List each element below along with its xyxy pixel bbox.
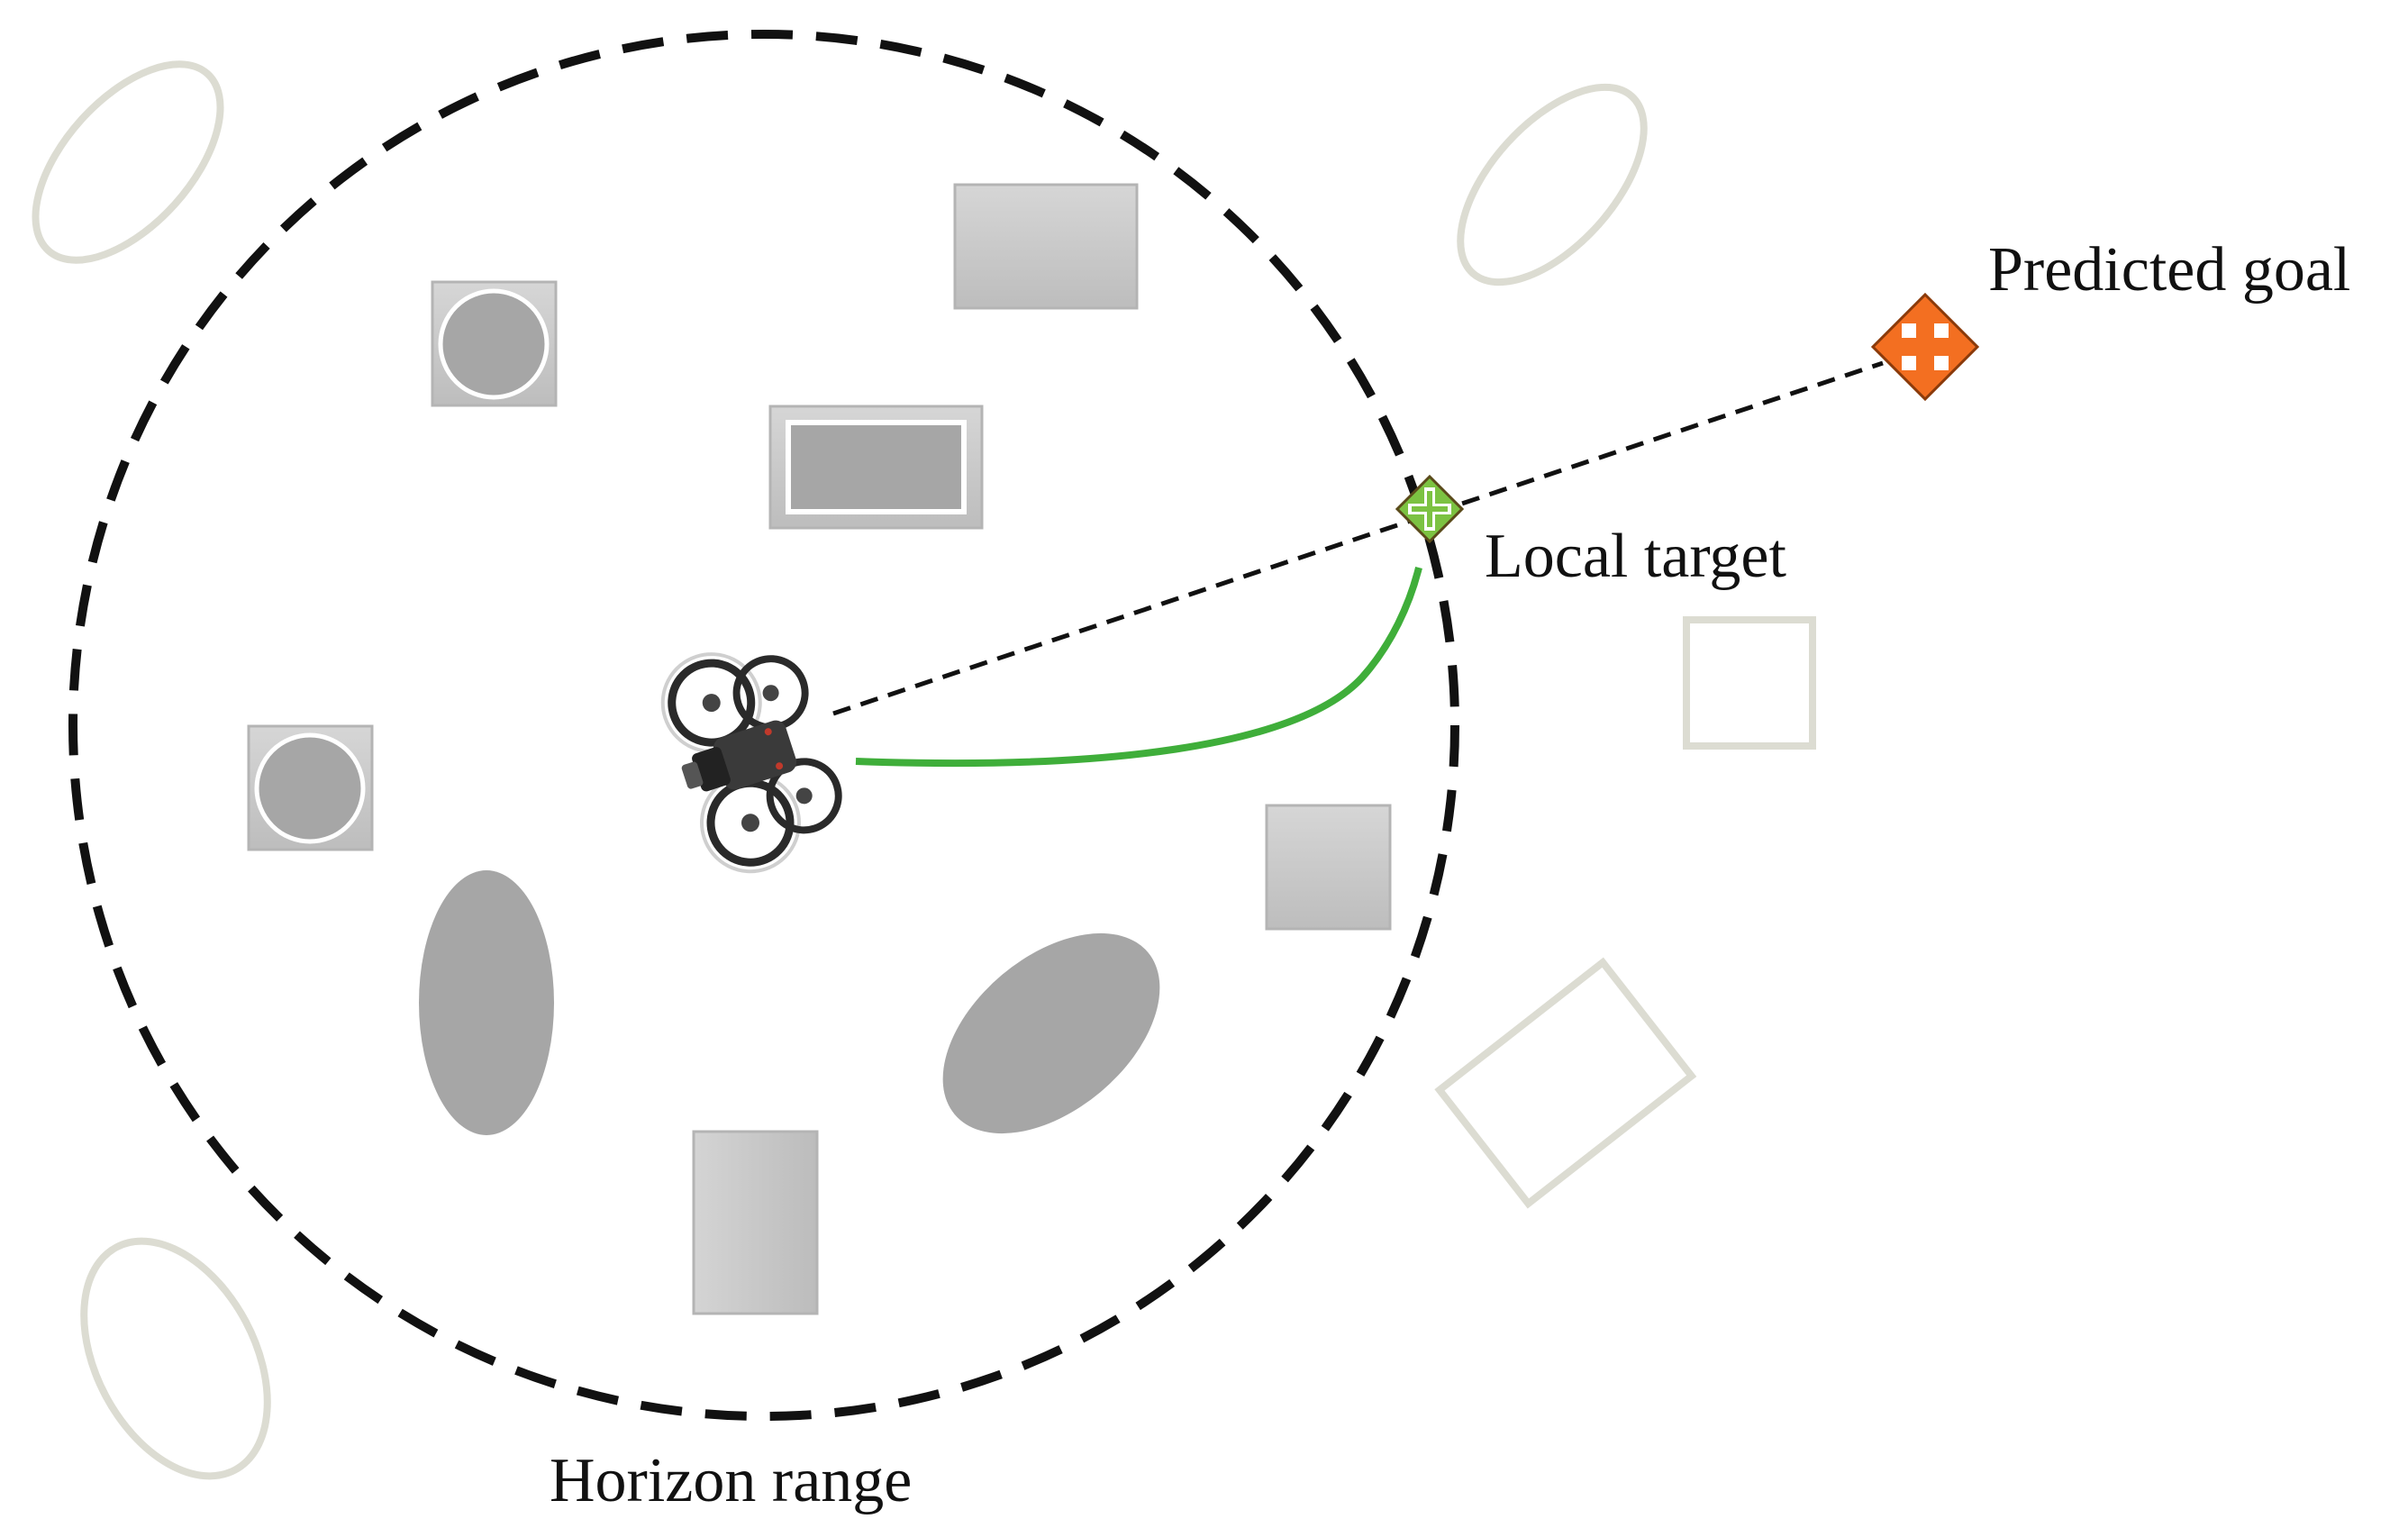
obstacle-ellipse <box>942 932 1160 1134</box>
planned-trajectory <box>855 567 1422 768</box>
horizon-range-circle <box>68 30 1459 1421</box>
obstacle-box <box>1265 804 1392 931</box>
obstacle-table <box>768 405 984 530</box>
obstacle-outline-ellipse <box>32 60 224 264</box>
obstacle-pillar <box>431 280 558 407</box>
drone-icon <box>660 652 842 874</box>
inside-obstacles <box>247 183 1392 1315</box>
goal-direction-line <box>832 360 1884 716</box>
horizon-range-label: Horizon range <box>550 1446 912 1515</box>
obstacle-outline-rect <box>1434 957 1697 1209</box>
obstacle-outline-ellipse <box>1457 83 1648 286</box>
obstacle-outline-ellipse <box>80 1237 271 1480</box>
obstacle-box <box>953 183 1139 310</box>
obstacle-pillar <box>247 724 374 851</box>
outside-obstacles <box>32 60 1816 1480</box>
predicted-goal-marker <box>1870 292 1980 402</box>
obstacle-ellipse <box>419 870 554 1135</box>
local-target-marker <box>1395 474 1465 544</box>
obstacle-box <box>692 1130 819 1315</box>
predicted-goal-label: Predicted goal <box>1988 235 2350 305</box>
obstacle-outline-square <box>1683 616 1816 750</box>
local-target-label: Local target <box>1485 522 1786 591</box>
